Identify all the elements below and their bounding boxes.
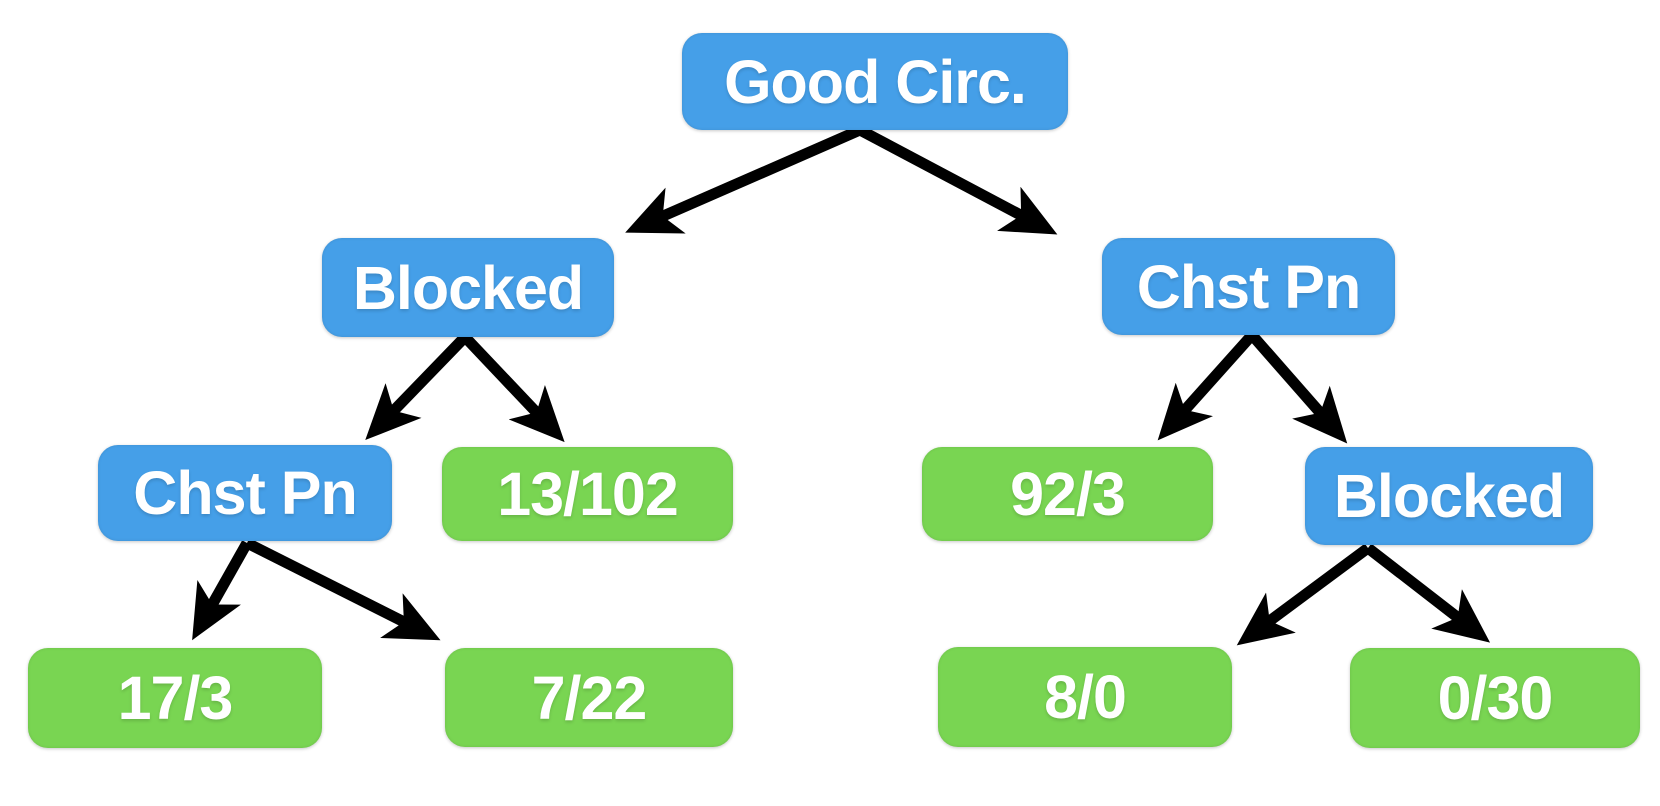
node-8-0: 8/0 bbox=[938, 647, 1232, 747]
node-7-22: 7/22 bbox=[445, 648, 733, 747]
arrow-chst-pn-left-to-17-3 bbox=[192, 540, 252, 641]
node-blocked-left: Blocked bbox=[322, 238, 614, 337]
node-good-circ-label: Good Circ. bbox=[724, 47, 1027, 116]
arrow-blocked-right-to-8-0 bbox=[1236, 543, 1372, 646]
node-0-30: 0/30 bbox=[1350, 648, 1640, 748]
arrow-chst-pn-left-to-7-22 bbox=[244, 538, 441, 641]
arrow-good-circ-to-blocked-left bbox=[625, 124, 863, 234]
node-7-22-label: 7/22 bbox=[531, 663, 648, 732]
node-chst-pn-right-label: Chst Pn bbox=[1136, 252, 1361, 321]
node-92-3-label: 92/3 bbox=[1010, 460, 1126, 528]
arrow-blocked-left-to-13-102 bbox=[461, 333, 565, 443]
node-13-102: 13/102 bbox=[442, 447, 733, 541]
node-17-3-label: 17/3 bbox=[117, 664, 234, 732]
node-17-3: 17/3 bbox=[28, 648, 322, 748]
node-blocked-right: Blocked bbox=[1305, 447, 1593, 545]
node-8-0-label: 8/0 bbox=[1044, 663, 1127, 731]
node-chst-pn-left-label: Chst Pn bbox=[133, 459, 357, 527]
arrow-blocked-left-to-chst-pn-left bbox=[365, 333, 469, 441]
node-blocked-right-label: Blocked bbox=[1333, 462, 1565, 530]
node-chst-pn-left: Chst Pn bbox=[98, 445, 392, 541]
node-chst-pn-right: Chst Pn bbox=[1102, 238, 1395, 335]
arrow-chst-pn-right-to-blocked-right bbox=[1247, 331, 1348, 444]
node-92-3: 92/3 bbox=[922, 447, 1213, 541]
arrow-chst-pn-right-to-92-3 bbox=[1157, 331, 1257, 441]
node-0-30-label: 0/30 bbox=[1437, 664, 1554, 732]
node-blocked-left-label: Blocked bbox=[352, 253, 584, 322]
node-good-circ: Good Circ. bbox=[682, 33, 1068, 130]
arrow-blocked-right-to-0-30 bbox=[1364, 543, 1491, 643]
arrow-good-circ-to-chst-pn-right bbox=[857, 125, 1058, 235]
node-13-102-label: 13/102 bbox=[497, 460, 679, 528]
